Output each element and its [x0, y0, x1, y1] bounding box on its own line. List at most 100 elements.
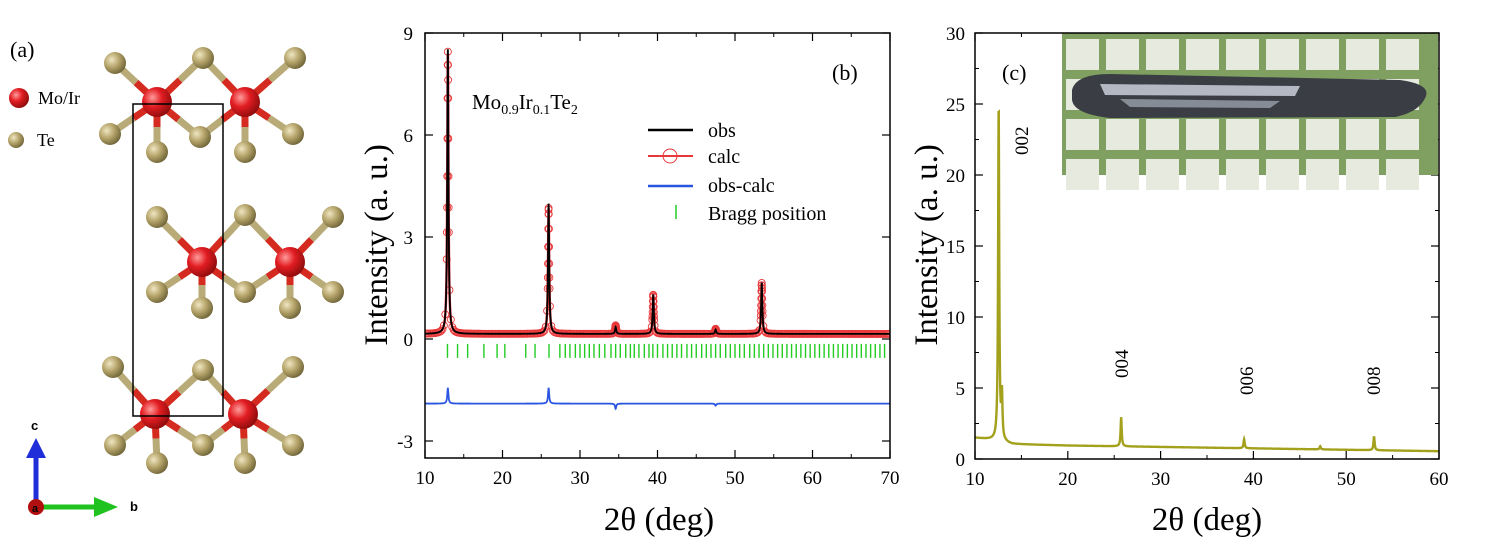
inset-grid-cell	[1266, 39, 1299, 70]
te-atom	[99, 123, 121, 145]
mo-ir-atom	[230, 87, 260, 117]
inset-grid-cell	[1226, 39, 1259, 70]
x-tick-label: 10	[416, 468, 435, 489]
panel-b-frame	[424, 32, 891, 459]
formula-te-sub: 2	[571, 103, 578, 118]
y-tick-label: 0	[956, 450, 966, 471]
te-atom	[234, 281, 256, 303]
te-atom	[282, 123, 304, 145]
panel-c-ylabel: Intensity (a. u.)	[909, 144, 945, 346]
xrd-series-line	[975, 109, 1439, 453]
crystal-structure-panel: (a) Mo/Ir Te c b a	[8, 37, 344, 517]
inset-grid-cell	[1106, 119, 1139, 150]
te-atom	[234, 204, 256, 226]
b-axis-label: b	[130, 499, 138, 514]
x-tick-label: 50	[726, 468, 745, 489]
panel-b-label: (b)	[832, 60, 858, 85]
formula-mo-sub: 0.9	[501, 103, 519, 118]
panel-b-legend: obs calc obs-calc Bragg position	[648, 120, 826, 225]
te-atom	[146, 141, 168, 163]
inset-grid-cell	[1066, 159, 1099, 190]
y-tick-label: 30	[946, 24, 965, 45]
formula-ir: Ir	[519, 90, 533, 114]
y-tick-label: 3	[404, 228, 414, 249]
te-atom	[104, 434, 126, 456]
te-atom	[146, 452, 168, 474]
panel-b-ylabel: Intensity (a. u.)	[359, 144, 395, 346]
peak-label-002: 002	[1012, 127, 1033, 156]
inset-grid-cell	[1386, 39, 1419, 70]
te-atom	[282, 434, 304, 456]
te-atom	[146, 281, 168, 303]
panel-c-data	[975, 109, 1439, 453]
inset-grid-cell	[1226, 159, 1259, 190]
legend-te: Te	[8, 130, 55, 150]
inset-grid-cell	[1106, 159, 1139, 190]
crystal-sample	[1072, 74, 1427, 118]
te-atom	[322, 206, 344, 228]
formula-mo: Mo	[472, 90, 501, 114]
te-atom	[192, 47, 214, 69]
te-atom	[234, 141, 256, 163]
obs-calc-series-line	[425, 387, 890, 411]
y-tick-label: 10	[946, 308, 965, 329]
panel-b-formula: Mo0.9Ir0.1Te2	[472, 90, 578, 118]
unit-cell-outline	[132, 103, 224, 417]
inset-grid-cell	[1266, 159, 1299, 190]
inset-grid-cell	[1186, 39, 1219, 70]
x-tick-label: 60	[803, 468, 822, 489]
x-tick-label: 40	[1244, 469, 1263, 490]
inset-grid-cell	[1186, 119, 1219, 150]
inset-grid-cell	[1226, 119, 1259, 150]
te-atom	[279, 297, 301, 319]
mo-ir-atom	[140, 399, 170, 429]
te-atom	[192, 434, 214, 456]
y-tick-label: 5	[956, 379, 966, 400]
unit-cell-structure	[99, 47, 344, 474]
panel-a-label: (a)	[10, 37, 34, 62]
c-axis-arrowhead	[26, 438, 46, 458]
legend-bragg-label: Bragg position	[708, 203, 826, 225]
a-axis-label: a	[32, 503, 39, 515]
inset-grid-cell	[1386, 159, 1419, 190]
inset-grid-cell	[1066, 119, 1099, 150]
te-atom	[191, 297, 213, 319]
formula-te: Te	[550, 90, 571, 114]
te-atom	[189, 126, 211, 148]
mo-ir-atom	[228, 399, 258, 429]
inset-grid-cell	[1186, 159, 1219, 190]
x-tick-label: 10	[966, 469, 985, 490]
legend-diff-label: obs-calc	[708, 175, 775, 197]
mo-ir-atom	[187, 247, 217, 277]
te-atom	[234, 452, 256, 474]
legend-calc-label: calc	[708, 146, 740, 168]
inset-grid-cell	[1146, 39, 1179, 70]
legend-calc-marker	[662, 148, 678, 164]
x-tick-label: 30	[571, 468, 590, 489]
panel-c-label: (c)	[1002, 60, 1026, 85]
y-tick-label: 20	[946, 166, 965, 187]
formula-ir-sub: 0.1	[533, 103, 551, 118]
peak-label-006: 006	[1237, 367, 1258, 396]
inset-grid-cell	[1146, 119, 1179, 150]
crystal-photo-inset	[1062, 33, 1438, 190]
inset-grid-cell	[1306, 39, 1339, 70]
te-atom	[284, 47, 306, 69]
te-atom	[282, 356, 304, 378]
inset-grid-cell	[1066, 39, 1099, 70]
x-tick-label: 70	[881, 468, 900, 489]
c-axis-label: c	[31, 418, 38, 433]
te-atom	[322, 281, 344, 303]
legend-te-label: Te	[37, 130, 55, 150]
y-tick-label: 9	[404, 24, 414, 45]
mo-ir-legend-atom	[9, 88, 29, 108]
y-tick-label: 0	[404, 330, 414, 351]
te-atom	[192, 359, 214, 381]
b-axis-arrowhead	[94, 497, 118, 517]
x-tick-label: 40	[648, 468, 667, 489]
inset-grid-cell	[1266, 119, 1299, 150]
crystal-axes-triad: c b a	[26, 418, 138, 517]
x-tick-label: 50	[1337, 469, 1356, 490]
